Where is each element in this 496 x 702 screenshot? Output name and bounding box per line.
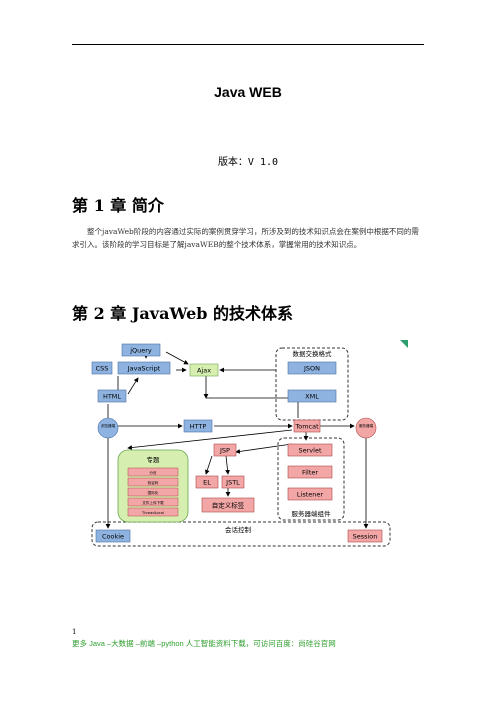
- chapter-2-heading: 第 2 章 JavaWeb 的技术体系: [72, 304, 294, 323]
- ajax-label: Ajax: [197, 367, 211, 375]
- footer-promo-text: 更多 Java –大数据 –前端 –python 人工智能资料下载，可访问百度：…: [72, 639, 336, 648]
- topic-item-label: 文件上传下载: [142, 500, 164, 505]
- chapter-1-paragraph: 整个javaWeb阶段的内容通过实际的案例贯穿学习，所涉及到的技术知识点会在案例…: [72, 227, 419, 249]
- custom-tags-box: [201, 497, 255, 513]
- topic-item: [127, 507, 179, 517]
- servlet-box: [287, 443, 333, 457]
- javaweb-tech-diagram: jQuery CSS JavaScript Ajax HTML HTTP 数据交…: [91, 340, 408, 547]
- json-label: JSON: [303, 365, 320, 373]
- css-box: [91, 361, 113, 375]
- javascript-label: JavaScript: [127, 365, 161, 373]
- browser-label: 浏览器端: [101, 423, 116, 428]
- custom-tags-label: 自定义标签: [212, 501, 245, 510]
- page-number: 1: [72, 628, 77, 636]
- document-title: Java WEB: [214, 84, 282, 100]
- topic-item: [127, 477, 179, 487]
- http-label: HTTP: [190, 423, 207, 431]
- cookie-label: Cookie: [102, 533, 124, 541]
- el-box: [195, 475, 219, 489]
- server-circle: [355, 417, 377, 439]
- servlet-label: Servlet: [299, 447, 322, 455]
- version-label: 版本：V 1.0: [217, 157, 279, 168]
- http-box: [183, 419, 213, 433]
- javascript-box: [117, 361, 171, 375]
- jstl-box: [221, 475, 245, 489]
- json-box: [287, 361, 337, 375]
- session-box: [347, 529, 383, 543]
- tomcat-label: Tomcat: [294, 423, 319, 431]
- corner-accent: [400, 340, 408, 348]
- server-components-title: 服务器端组件: [292, 509, 332, 518]
- topic-item-label: ThreadLocal: [141, 511, 164, 515]
- topic-item: [127, 467, 179, 477]
- data-format-title: 数据交换格式: [293, 349, 333, 358]
- listener-box: [287, 487, 333, 501]
- ajax-box: [189, 363, 219, 377]
- jsp-label: JSP: [219, 447, 230, 455]
- topic-item-label: 国际化: [148, 490, 159, 495]
- session-control-group: [91, 521, 391, 547]
- html-box: [97, 389, 127, 403]
- jquery-box: [121, 343, 161, 357]
- topic-item: [127, 487, 179, 497]
- el-label: EL: [203, 479, 211, 487]
- tomcat-box: [293, 419, 321, 433]
- jstl-label: JSTL: [225, 479, 240, 487]
- html-label: HTML: [103, 393, 121, 401]
- filter-box: [287, 465, 333, 479]
- listener-label: Listener: [297, 491, 323, 499]
- xml-box: [287, 389, 337, 403]
- jquery-label: jQuery: [129, 347, 152, 355]
- session-control-title: 会话控制: [225, 525, 252, 534]
- xml-label: XML: [305, 393, 319, 401]
- topic-item: [127, 497, 179, 507]
- server-components-group: [277, 437, 345, 521]
- browser-circle: [97, 417, 119, 439]
- filter-label: Filter: [302, 469, 318, 477]
- header-rule: [72, 44, 424, 45]
- topic-item-label: 分页: [149, 470, 157, 475]
- chapter-1-heading: 第 1 章 简介: [72, 196, 164, 215]
- cookie-box: [95, 529, 131, 543]
- topic-item-label: 验证码: [148, 480, 159, 485]
- server-label: 服务器端: [359, 423, 374, 428]
- data-format-group: [275, 347, 349, 421]
- session-label: Session: [353, 533, 378, 541]
- jsp-box: [213, 443, 237, 457]
- css-label: CSS: [96, 365, 109, 373]
- topics-title: 专题: [147, 455, 161, 464]
